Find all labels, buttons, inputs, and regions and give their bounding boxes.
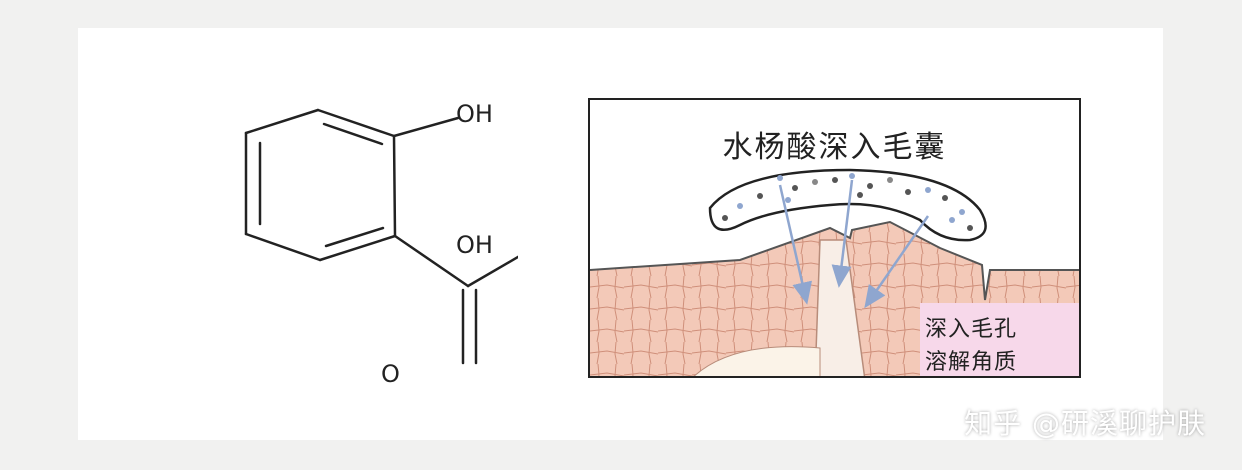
ring-bond (244, 232, 322, 262)
label-line-1: 深入毛孔 (925, 317, 1018, 342)
o-bottom-label: O (381, 360, 400, 388)
molecule-dots (722, 173, 973, 231)
follicle-diagram: 水杨酸深入毛囊 深入毛孔 溶解角质 (588, 98, 1081, 378)
ring-double-bond (324, 226, 385, 248)
ring-bond (316, 108, 396, 138)
ring-bond (318, 234, 397, 262)
oh-top-label: OH (456, 100, 493, 128)
sebum-blob (708, 168, 987, 242)
oh-bond (392, 116, 460, 138)
penetration-arrows (778, 179, 930, 309)
label-box: 深入毛孔 溶解角质 (920, 303, 1079, 376)
follicle (814, 239, 866, 376)
ring-double-bond (322, 122, 384, 146)
image-frame: OH OH O (78, 28, 1163, 440)
carboxyl-bond (393, 234, 470, 288)
salicylic-acid-structure (244, 108, 518, 365)
diagram-title: 水杨酸深入毛囊 (722, 130, 947, 165)
oh-right-label: OH (456, 231, 493, 259)
ring-bond (392, 134, 397, 238)
label-line-2: 溶解角质 (925, 350, 1018, 375)
carboxyl-oh-bond (466, 255, 518, 288)
ring-bond (244, 108, 320, 135)
watermark: 知乎 @研溪聊护肤 (964, 407, 1206, 440)
